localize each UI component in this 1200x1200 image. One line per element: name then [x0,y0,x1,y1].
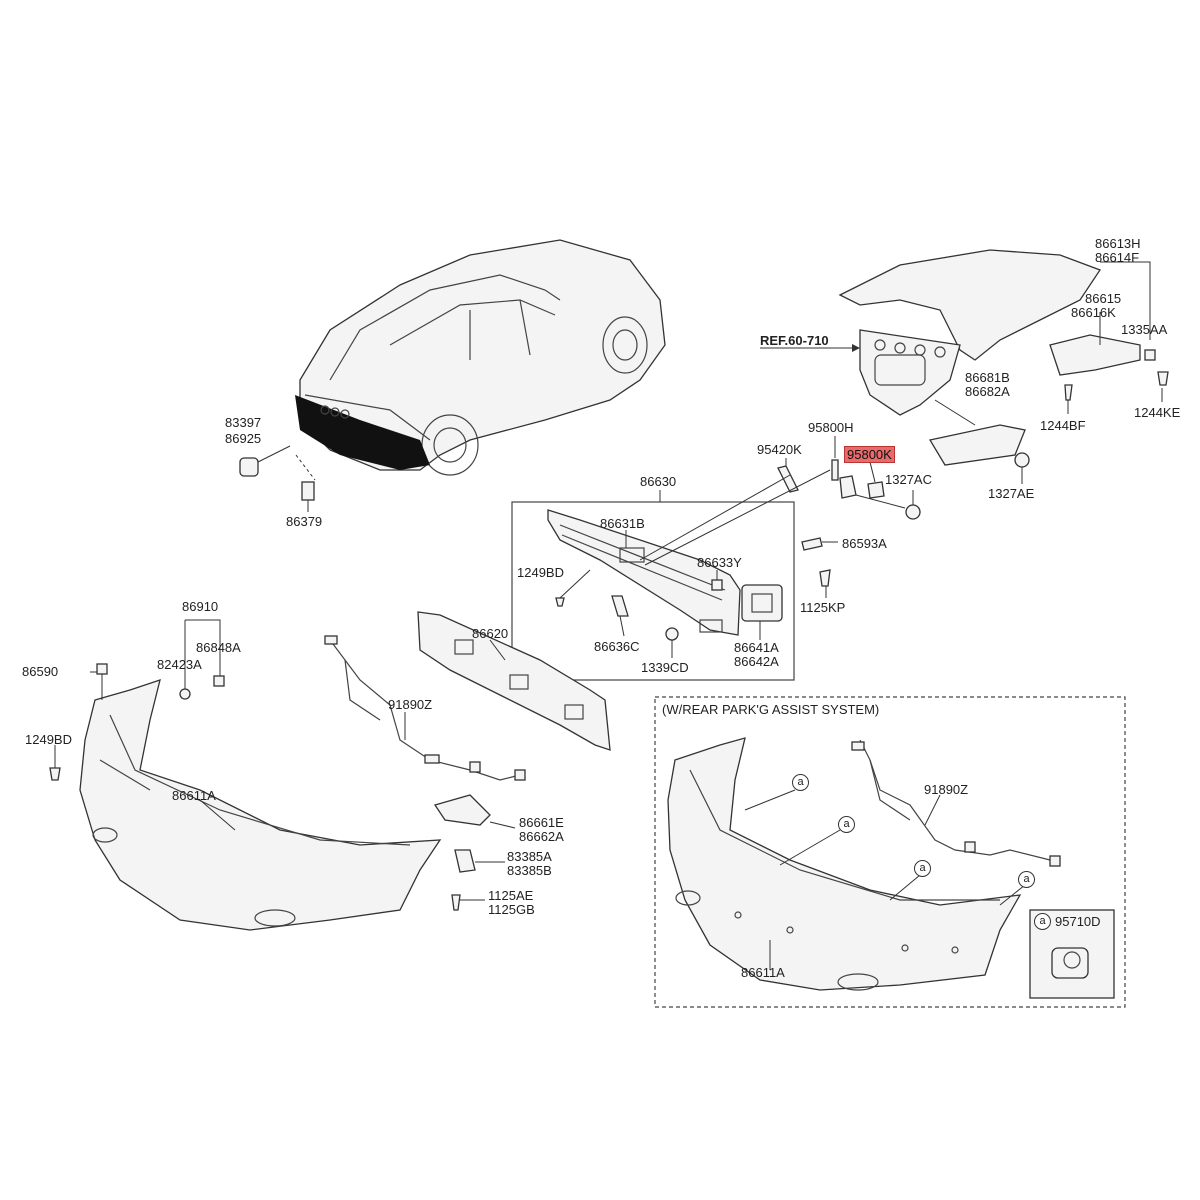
part-label-86636c[interactable]: 86636C [594,639,640,654]
part-label-1249bd-beam[interactable]: 1249BD [517,565,564,580]
part-label-86910[interactable]: 86910 [182,599,219,614]
part-label-86614f[interactable]: 86614F [1095,250,1140,265]
part-label-1339cd[interactable]: 1339CD [641,660,689,675]
part-label-86925[interactable]: 86925 [225,431,262,446]
part-label-86615[interactable]: 86615 [1085,291,1122,306]
part-label-86682a[interactable]: 86682A [965,384,1010,399]
reference-label: REF.60-710 [760,333,829,348]
part-label-86620[interactable]: 86620 [472,626,509,641]
part-label-86641a[interactable]: 86641A [734,640,779,655]
part-label-86662a[interactable]: 86662A [519,829,564,844]
part-label-82423a[interactable]: 82423A [157,657,202,672]
part-label-86642a[interactable]: 86642A [734,654,779,669]
sensor-marker-3: a [914,860,931,877]
part-label-1244bf[interactable]: 1244BF [1040,418,1086,433]
part-label-95710d[interactable]: 95710D [1055,914,1101,929]
part-label-1125ae[interactable]: 1125AE [488,888,534,903]
part-label-1327ae[interactable]: 1327AE [988,486,1035,501]
part-label-86661e[interactable]: 86661E [519,815,564,830]
part-label-95420k[interactable]: 95420K [757,442,802,457]
car-illustration [295,239,666,476]
sensor-marker-1: a [792,774,809,791]
part-label-1327ac[interactable]: 1327AC [885,472,932,487]
part-label-95800h[interactable]: 95800H [808,420,854,435]
part-label-1244ke[interactable]: 1244KE [1134,405,1181,420]
part-label-86613h[interactable]: 86613H [1095,236,1141,251]
part-label-1335aa[interactable]: 1335AA [1121,322,1168,337]
part-label-86593a[interactable]: 86593A [842,536,887,551]
part-label-86631b[interactable]: 86631B [600,516,645,531]
part-label-86611a-main[interactable]: 86611A [172,788,216,803]
part-label-86630[interactable]: 86630 [640,474,677,489]
sensor-marker-4: a [1018,871,1035,888]
part-label-91890z-park-assist[interactable]: 91890Z [924,782,969,797]
part-label-83397[interactable]: 83397 [225,415,262,430]
part-label-86611a-park-assist[interactable]: 86611A [741,965,785,980]
part-label-86616k[interactable]: 86616K [1071,305,1116,320]
part-label-91890z-main[interactable]: 91890Z [388,697,433,712]
part-label-1125kp[interactable]: 1125KP [800,600,846,615]
part-label-83385a[interactable]: 83385A [507,849,552,864]
part-label-86590[interactable]: 86590 [22,664,59,679]
part-label-1249bd-cover[interactable]: 1249BD [25,732,72,747]
part-label-83385b[interactable]: 83385B [507,863,552,878]
part-label-86633y[interactable]: 86633Y [697,555,742,570]
park-assist-panel-title: (W/REAR PARK'G ASSIST SYSTEM) [662,702,880,717]
sensor-marker-2: a [838,816,855,833]
part-label-86681b[interactable]: 86681B [965,370,1010,385]
legend-marker: a [1034,913,1051,930]
part-label-86848a[interactable]: 86848A [196,640,241,655]
part-label-95800k-highlighted[interactable]: 95800K [844,446,895,463]
part-label-1125gb[interactable]: 1125GB [488,902,535,917]
part-label-86379[interactable]: 86379 [286,514,323,529]
